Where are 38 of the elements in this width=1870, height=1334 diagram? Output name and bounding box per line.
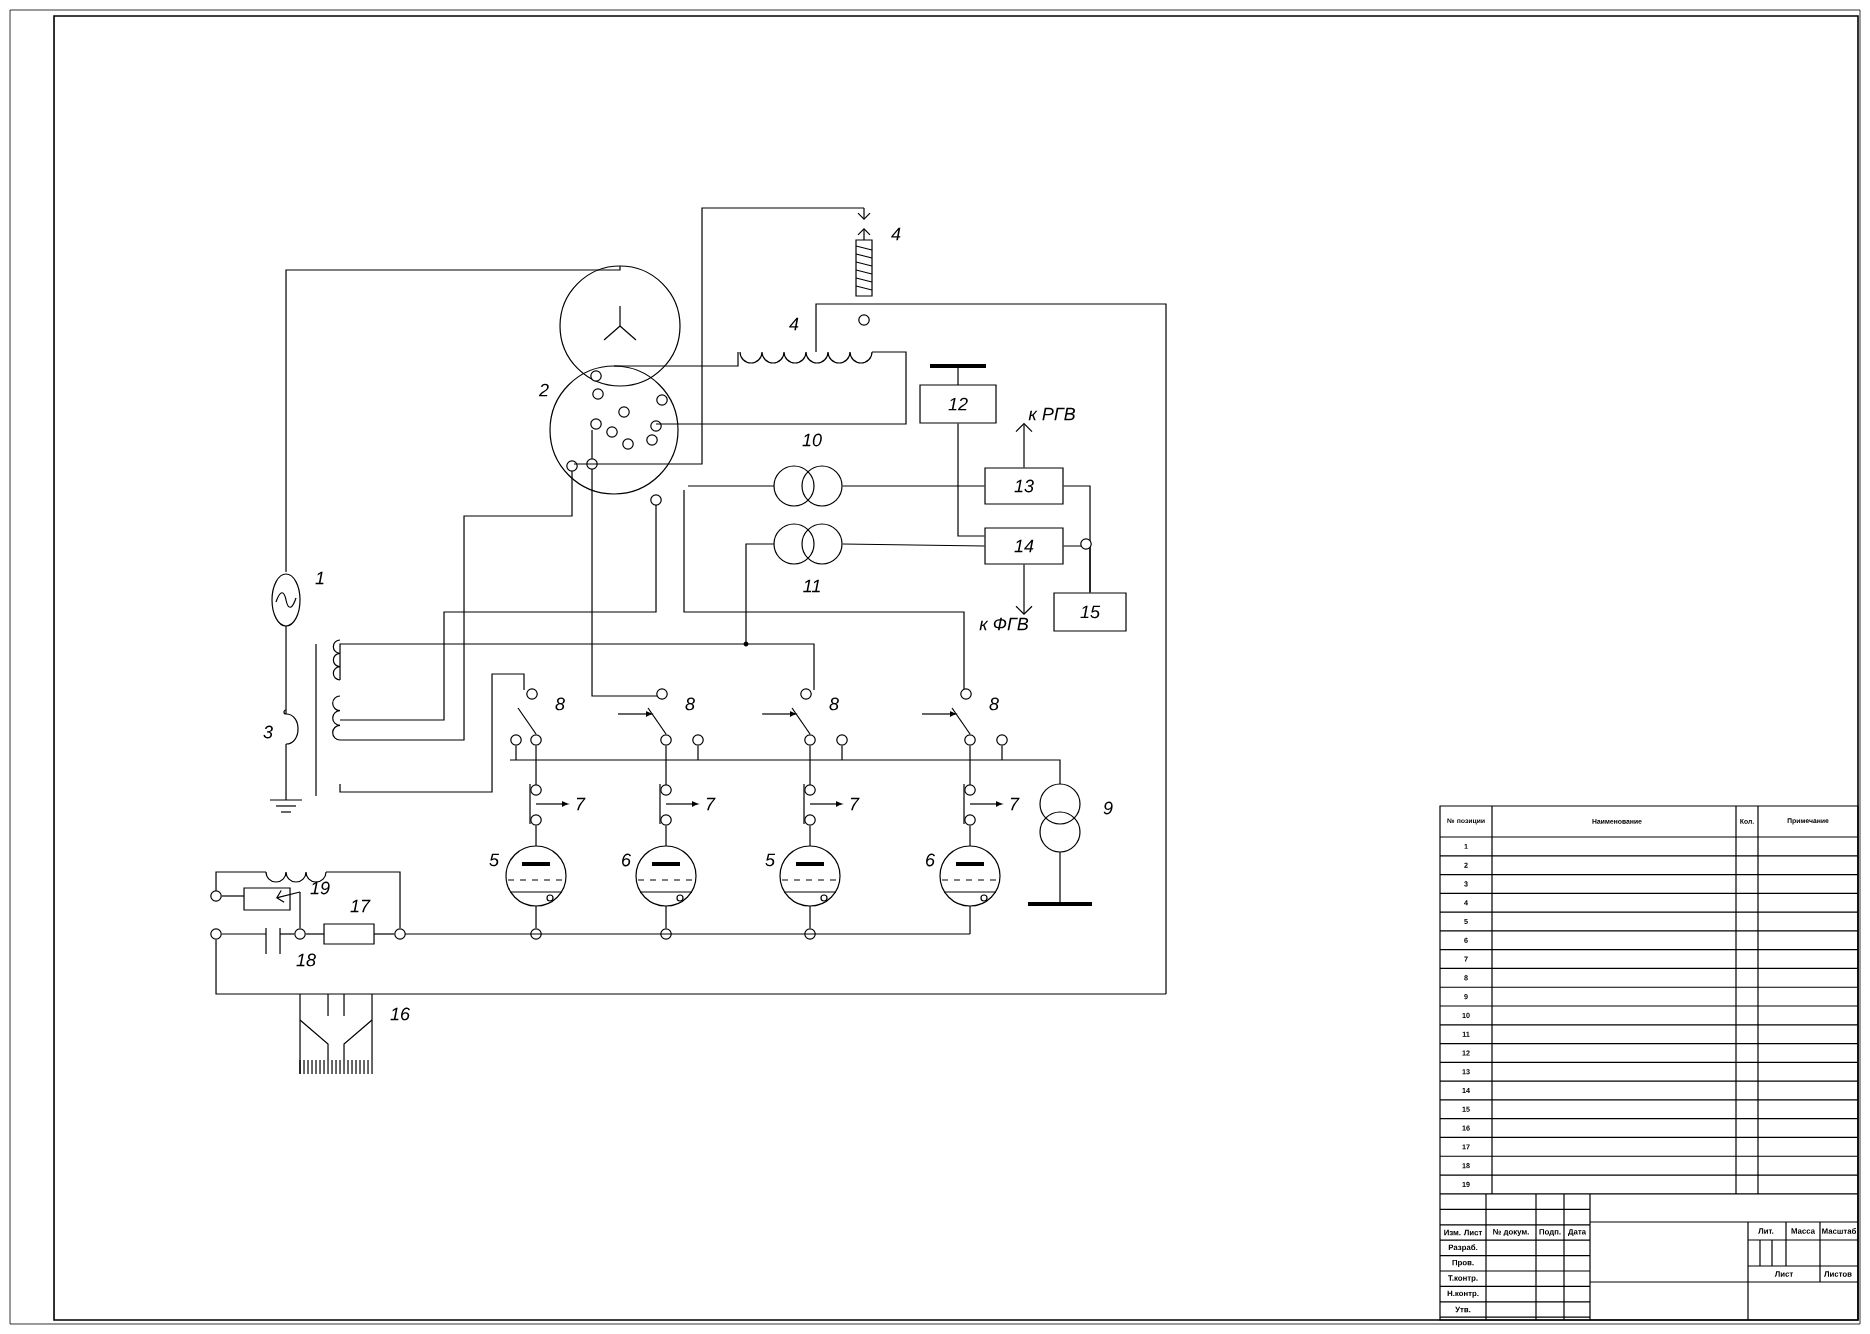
connector-line xyxy=(842,485,985,487)
device-box: 12 xyxy=(919,364,997,424)
callout-number: 8 xyxy=(989,697,999,711)
connector-line xyxy=(1063,545,1091,593)
arrow xyxy=(1015,564,1033,616)
callout-number: 4 xyxy=(891,227,901,241)
callout-number: 4 xyxy=(789,317,799,331)
callout-number: 7 xyxy=(850,797,860,811)
callout-number: 1 xyxy=(315,571,324,585)
callout-number: 6 xyxy=(622,853,631,867)
callout-number: 7 xyxy=(706,797,716,811)
callout-number: 5 xyxy=(765,853,776,867)
callout-number: 10 xyxy=(802,433,822,447)
callout-number: 6 xyxy=(926,853,935,867)
callout-number: 8 xyxy=(555,697,565,711)
callout-number: 11 xyxy=(803,579,820,593)
callout-number: 18 xyxy=(296,953,316,967)
transformer-symbol xyxy=(773,523,843,565)
callout-number: 8 xyxy=(685,697,695,711)
callout-number: 5 xyxy=(489,853,500,867)
callout-number: 17 xyxy=(350,899,371,913)
connector-line xyxy=(957,423,985,537)
transformer-symbol xyxy=(773,465,843,507)
callout-number: 8 xyxy=(829,697,839,711)
device-box: 13 xyxy=(984,467,1064,505)
direction-label: к РГВ xyxy=(1026,405,1078,423)
callout-number: 7 xyxy=(1010,797,1020,811)
direction-label: к ФГВ xyxy=(977,615,1031,633)
callout-number: 19 xyxy=(310,881,330,895)
device-box: 14 xyxy=(984,527,1064,565)
callout-number: 7 xyxy=(576,797,586,811)
callout-number: 3 xyxy=(263,725,273,739)
connector-line xyxy=(842,543,985,547)
device-box: 15 xyxy=(1053,592,1127,632)
callout-number: 2 xyxy=(538,383,549,397)
callout-number: 16 xyxy=(390,1007,410,1021)
arrow xyxy=(1015,422,1033,468)
callout-number: 9 xyxy=(1103,801,1113,815)
